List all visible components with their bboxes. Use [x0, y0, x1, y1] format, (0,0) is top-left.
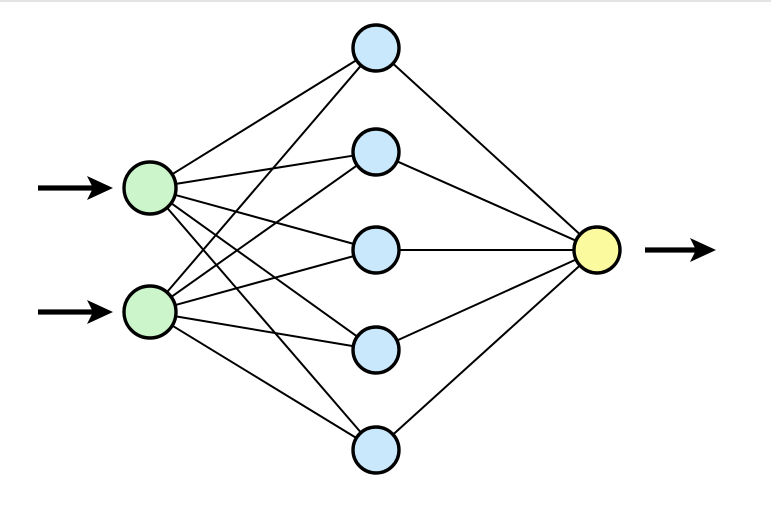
- node-h4[interactable]: [351, 325, 401, 375]
- top-divider: [0, 0, 771, 2]
- edge-i1-h4: [169, 201, 359, 339]
- edge-i2-h2: [169, 163, 359, 299]
- edge-i1-h3: [173, 193, 356, 246]
- node-h5[interactable]: [351, 425, 401, 475]
- arrow-shaft: [38, 309, 93, 315]
- node-h2[interactable]: [351, 127, 401, 177]
- edges-group: [165, 58, 582, 440]
- edge-i2-h5: [170, 324, 358, 440]
- node-h1[interactable]: [351, 23, 401, 73]
- output-arrow-out1: [645, 238, 716, 262]
- edge-i1-h1: [170, 58, 358, 176]
- edge-i2-h3: [173, 254, 356, 307]
- nodes-group: [122, 23, 622, 475]
- edge-i2-h1: [165, 63, 363, 294]
- arrow-head: [87, 300, 113, 324]
- node-i2[interactable]: [122, 284, 178, 340]
- edge-i1-h5: [165, 206, 363, 435]
- edge-h2-o1: [395, 159, 578, 243]
- arrow-shaft: [645, 247, 696, 253]
- edge-h5-o1: [391, 263, 582, 437]
- node-i1[interactable]: [122, 160, 178, 216]
- arrow-head: [690, 238, 716, 262]
- io-arrows-group: [38, 176, 716, 324]
- edge-i2-h4: [174, 315, 355, 348]
- node-h3[interactable]: [351, 225, 401, 275]
- input-arrow-in1: [38, 176, 113, 200]
- edge-h4-o1: [395, 258, 578, 342]
- arrow-head: [87, 176, 113, 200]
- edge-i1-h2: [174, 154, 355, 186]
- node-o1[interactable]: [572, 225, 622, 275]
- arrow-shaft: [38, 185, 93, 191]
- input-arrow-in2: [38, 300, 113, 324]
- edge-h1-o1: [391, 61, 582, 237]
